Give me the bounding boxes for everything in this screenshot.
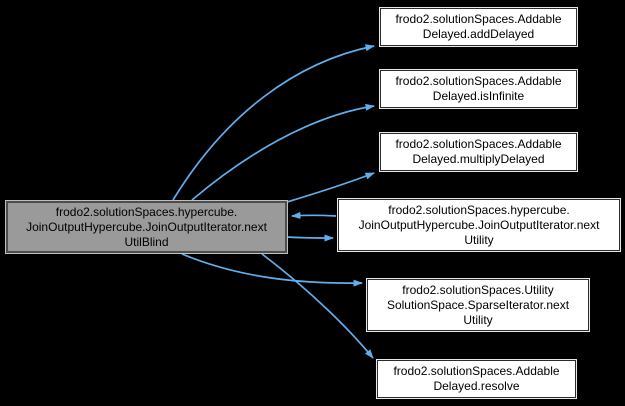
call-edge-sparseiterator-nextutility — [181, 253, 363, 287]
node-label-line: UtilBlind — [124, 234, 169, 249]
callee-node-isinfinite[interactable]: frodo2.solutionSpaces.Addable Delayed.is… — [380, 70, 577, 108]
callee-node-resolve[interactable]: frodo2.solutionSpaces.Addable Delayed.re… — [377, 360, 576, 398]
call-edge-resolve — [261, 253, 374, 359]
node-label-line: frodo2.solutionSpaces.Addable — [395, 12, 562, 26]
node-label-line: JoinOutputHypercube.JoinOutputIterator.n… — [358, 217, 600, 232]
callee-node-adddelayed[interactable]: frodo2.solutionSpaces.Addable Delayed.ad… — [380, 8, 577, 46]
node-label-line: frodo2.solutionSpaces.Addable — [395, 137, 562, 151]
node-label-line: Utility — [464, 232, 494, 247]
node-label-line: SolutionSpace.SparseIterator.next — [386, 297, 570, 312]
node-label-line: frodo2.solutionSpaces.hypercube. — [55, 204, 238, 219]
node-label-line: JoinOutputHypercube.JoinOutputIterator.n… — [26, 219, 267, 234]
node-label-line: Delayed.isInfinite — [432, 89, 525, 103]
node-label-line: Utility — [463, 312, 493, 327]
node-label-line: frodo2.solutionSpaces.hypercube. — [388, 202, 570, 217]
call-edge-multiplydelayed — [286, 172, 375, 203]
node-label-line: Delayed.resolve — [433, 379, 520, 393]
call-edge-isinfinite — [191, 103, 375, 201]
call-edge-nextutility — [286, 234, 334, 242]
call-edge-nextutility-return — [291, 211, 337, 219]
node-label-line: frodo2.solutionSpaces.Utility — [402, 282, 554, 297]
caller-node-nextutilblind: frodo2.solutionSpaces.hypercube. JoinOut… — [6, 201, 287, 253]
node-label-line: frodo2.solutionSpaces.Addable — [393, 364, 560, 378]
node-label-line: frodo2.solutionSpaces.Addable — [395, 74, 562, 88]
callee-node-multiplydelayed[interactable]: frodo2.solutionSpaces.Addable Delayed.mu… — [380, 133, 577, 171]
callee-node-nextutility[interactable]: frodo2.solutionSpaces.hypercube. JoinOut… — [338, 199, 620, 251]
call-edge-adddelayed — [172, 44, 375, 201]
node-label-line: Delayed.multiplyDelayed — [412, 152, 545, 166]
callee-node-sparseiterator-nextutility[interactable]: frodo2.solutionSpaces.Utility SolutionSp… — [367, 279, 589, 331]
node-label-line: Delayed.addDelayed — [422, 27, 535, 41]
